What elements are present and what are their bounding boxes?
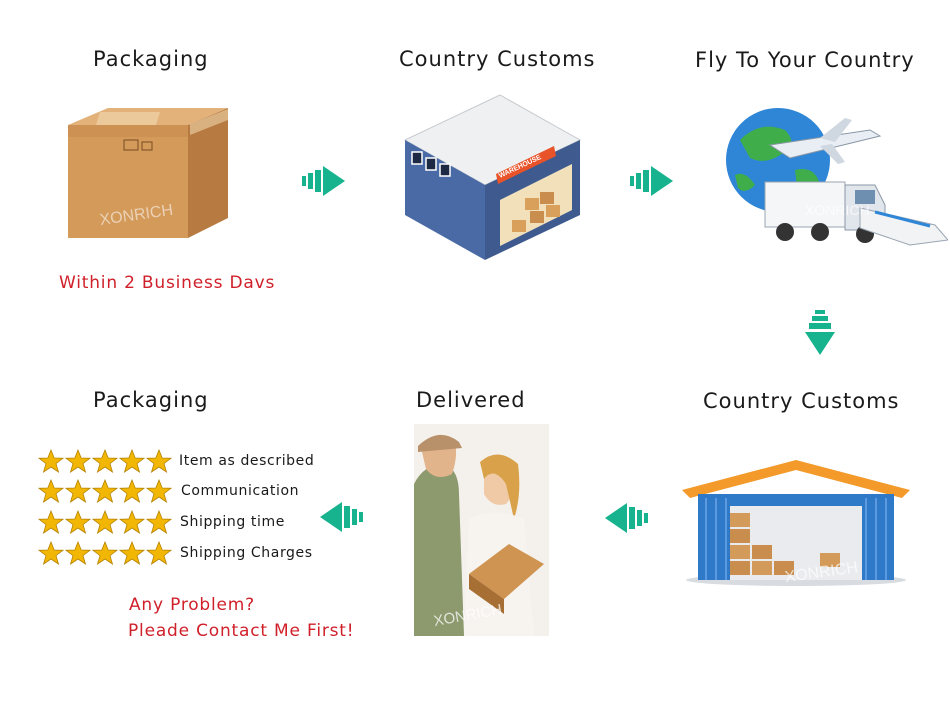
star-icon [146,449,172,473]
arrow-left-icon [320,502,363,532]
delivery-person-image: XONRICH [414,424,549,636]
star-icon [146,479,172,503]
star-icon [92,510,118,534]
star-icon [146,541,172,565]
star-icon [65,479,91,503]
rating-label-communication: Communication [181,483,300,499]
country-customs-destination-title: Country Customs [703,389,900,413]
arrow-left-icon [605,503,648,533]
packaging-time-note: Within 2 Business Davs [59,273,276,293]
problem-line-1: Any Problem? [129,595,255,615]
star-icon [65,541,91,565]
feedback-packaging-title: Packaging [93,388,209,412]
arrow-right-icon [302,166,345,196]
star-rating-shipping-charges [38,541,172,565]
cardboard-box-image: XONRICH [68,108,228,238]
star-icon [92,449,118,473]
star-rating-item-as-described [38,449,172,473]
star-icon [92,479,118,503]
star-rating-shipping-time [38,510,172,534]
star-icon [38,449,64,473]
rating-label-shipping-time: Shipping time [180,514,285,530]
arrow-down-icon [805,310,835,355]
star-icon [119,449,145,473]
global-transport-image: XONRICH [726,108,948,246]
star-icon [65,449,91,473]
star-icon [146,510,172,534]
warehouse-image: WAREHOUSE [403,94,582,260]
destination-warehouse-image: XONRICH [682,460,910,586]
star-icon [119,541,145,565]
fly-to-your-country-title: Fly To Your Country [695,48,915,72]
star-icon [119,479,145,503]
packaging-title: Packaging [93,47,209,71]
country-customs-title: Country Customs [399,47,596,71]
star-icon [38,479,64,503]
star-icon [119,510,145,534]
rating-label-shipping-charges: Shipping Charges [180,545,313,561]
watermark-text: XONRICH [805,202,870,218]
star-icon [65,510,91,534]
problem-line-2: Pleade Contact Me First! [128,621,355,641]
rating-label-item-as-described: Item as described [179,453,315,469]
star-icon [38,541,64,565]
star-rating-communication [38,479,172,503]
delivered-title: Delivered [416,388,526,412]
star-icon [92,541,118,565]
star-icon [38,510,64,534]
arrow-right-icon [630,166,673,196]
